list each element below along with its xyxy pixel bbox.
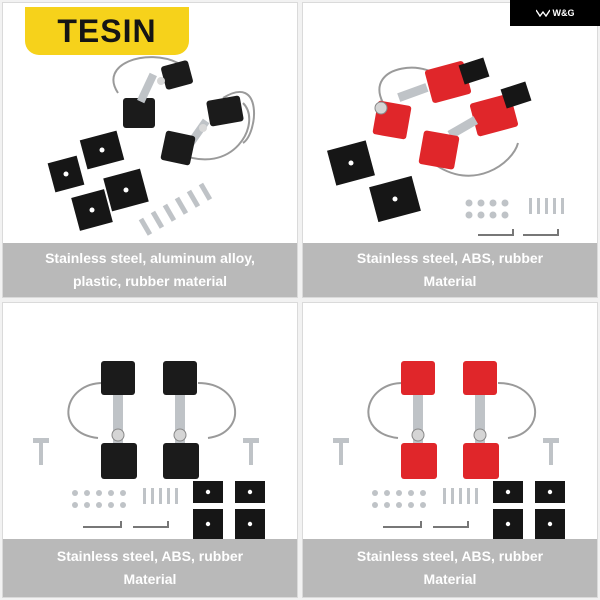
product-tile-black-layout: Stainless steel, ABS, rubber Material <box>2 302 298 598</box>
corner-badge-text: W&G <box>552 8 575 18</box>
caption-line-1: Stainless steel, ABS, rubber <box>56 548 244 564</box>
hood-latch-kit-black-image <box>47 56 256 236</box>
caption-line-2: plastic, rubber material <box>72 273 228 289</box>
hood-latch-kit-red-image <box>327 57 564 236</box>
tile-caption: Stainless steel, ABS, rubber Material <box>3 539 297 597</box>
caption-line-2: Material <box>123 571 177 587</box>
bird-icon <box>535 9 550 17</box>
tile-caption: Stainless steel, ABS, rubber Material <box>303 539 597 597</box>
hood-latch-layout-red-image <box>333 361 565 539</box>
tile-caption: Stainless steel, ABS, rubber Material <box>303 243 597 297</box>
brand-logo: TESIN <box>25 7 189 55</box>
caption-line-1: Stainless steel, aluminum alloy, <box>45 250 255 266</box>
product-tile-red-kit: Stainless steel, ABS, rubber Material <box>302 2 598 298</box>
corner-badge: W&G <box>510 0 600 26</box>
hood-latch-layout-black-image <box>33 361 265 539</box>
tile-caption: Stainless steel, aluminum alloy, plastic… <box>3 243 297 297</box>
caption-line-2: Material <box>423 571 477 587</box>
caption-line-2: Material <box>423 273 477 289</box>
product-tile-red-layout: Stainless steel, ABS, rubber Material <box>302 302 598 598</box>
caption-line-1: Stainless steel, ABS, rubber <box>356 548 544 564</box>
product-tile-black-kit: TESIN Stainless steel, aluminum alloy, p… <box>2 2 298 298</box>
caption-line-1: Stainless steel, ABS, rubber <box>356 250 544 266</box>
